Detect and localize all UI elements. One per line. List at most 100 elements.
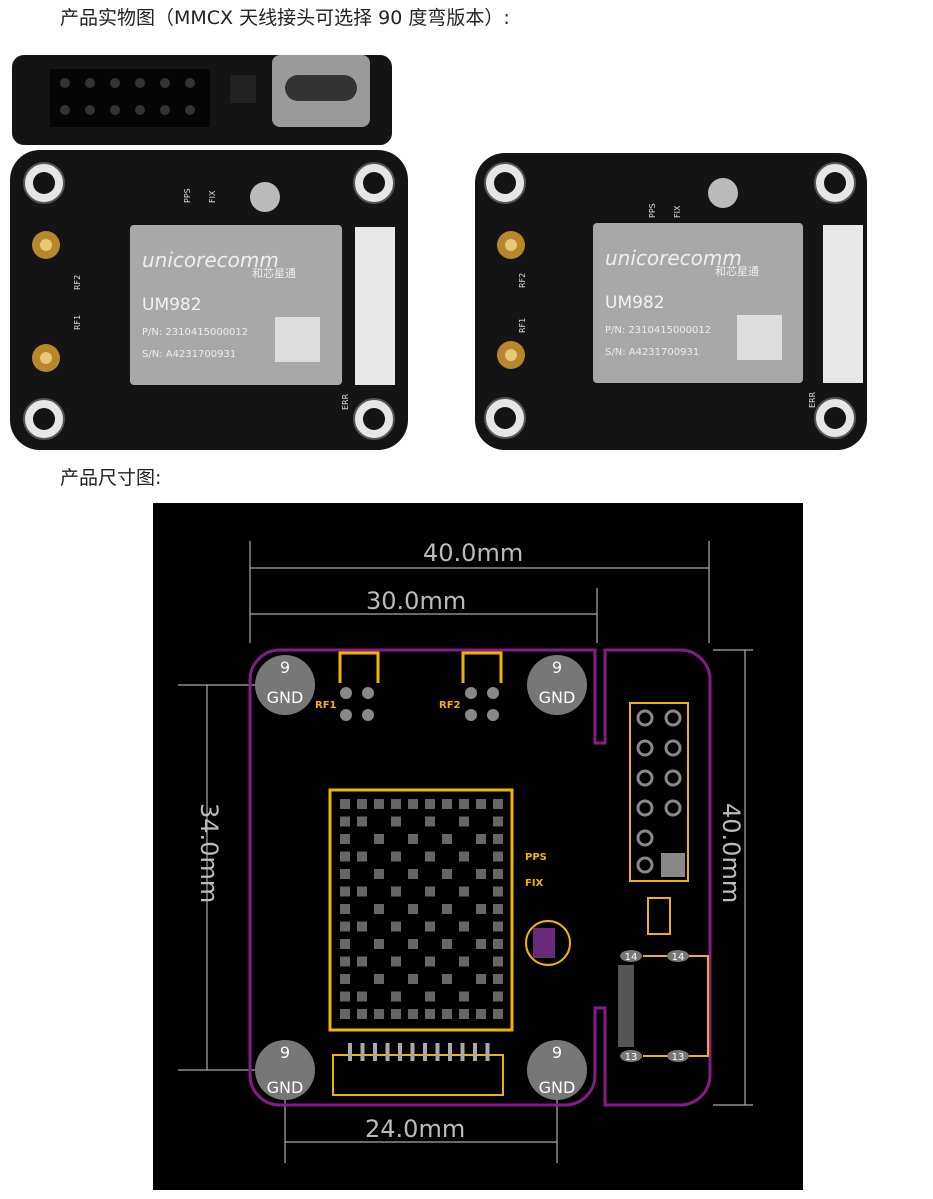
silk-rf2: RF2 [518, 273, 527, 288]
module-pad [425, 1009, 435, 1019]
module-pad [425, 799, 435, 809]
silk-rf1: RF1 [518, 318, 527, 333]
module-pad [391, 956, 401, 967]
dimension-drawing: 40.0mm 30.0mm 34.0mm 40.0mm 24.0mm 9 GND… [153, 503, 803, 1190]
pin-header [629, 702, 689, 882]
hole-number: 9 [552, 658, 562, 677]
module-pad [408, 939, 418, 949]
label-pps: PPS [525, 852, 547, 863]
qr-code [275, 317, 320, 362]
label-fix: FIX [525, 878, 544, 889]
module-pad [374, 939, 384, 949]
module-pad [425, 851, 435, 862]
fpc-pin [423, 1043, 427, 1061]
module-pad [493, 799, 503, 809]
module-pad [391, 921, 401, 932]
fpc-pin [448, 1043, 452, 1061]
fpc-pin [398, 1043, 402, 1061]
hole-label: GND [267, 688, 304, 707]
module-pad [459, 991, 469, 1002]
module-pad [408, 974, 418, 984]
silk-err: ERR [341, 393, 350, 410]
module-pad [391, 1009, 401, 1019]
silk-rf1: RF1 [73, 315, 82, 330]
dimensions-heading: 产品尺寸图: [60, 467, 162, 489]
module-pad [493, 991, 503, 1002]
module-pad [340, 956, 350, 967]
module-pad [408, 869, 418, 879]
module-pad [476, 904, 486, 914]
dim-width-main: 30.0mm [366, 587, 466, 615]
pin-14-label: 14 [625, 952, 638, 963]
module-pad [340, 904, 350, 914]
module-pad [374, 904, 384, 914]
label-rf2: RF2 [439, 700, 461, 711]
module-pad [357, 956, 367, 967]
module-pad [374, 799, 384, 809]
dim-width-holes: 24.0mm [365, 1115, 465, 1143]
module-pad [340, 886, 350, 897]
silk-pps: PPS [183, 188, 192, 203]
module-pad [357, 886, 367, 897]
silk-fix: FIX [208, 190, 217, 203]
fpc-pin [473, 1043, 477, 1061]
module-pad [374, 974, 384, 984]
module-pad [493, 1009, 503, 1019]
fpc-pin [435, 1043, 440, 1061]
hole-label: GND [267, 1078, 304, 1097]
dim-height-holes: 34.0mm [195, 803, 223, 903]
hole-number: 9 [280, 658, 290, 677]
module-pad [408, 799, 418, 809]
module-pad [374, 1009, 384, 1019]
module-pad [476, 974, 486, 984]
module-pad [476, 1009, 486, 1019]
brand-logo: unicorecomm [142, 248, 279, 272]
brand-logo-cn: 和芯星通 [252, 266, 296, 280]
silk-err: ERR [808, 391, 817, 408]
fpc-connector [332, 1054, 504, 1096]
module-pad [459, 851, 469, 862]
module-pad [459, 799, 469, 809]
silk-fix: FIX [673, 205, 682, 218]
module-pad [425, 991, 435, 1002]
module-pad [442, 834, 452, 844]
module-pn: P/N: 2310415000012 [142, 327, 248, 338]
module-pad [493, 869, 503, 879]
module-pad [340, 851, 350, 862]
module-pad [442, 799, 452, 809]
pin-13-label: 13 [672, 1052, 685, 1063]
module-pad [340, 799, 350, 809]
module-pad [493, 886, 503, 897]
module-pad [425, 886, 435, 897]
silk-pps: PPS [648, 203, 657, 218]
brand-logo-cn: 和芯星通 [715, 264, 759, 278]
module-pad [442, 974, 452, 984]
fpc-pin [348, 1043, 352, 1061]
module-pad [357, 921, 367, 932]
module-pad [357, 991, 367, 1002]
module-pad [340, 974, 350, 984]
label-rf1: RF1 [315, 700, 337, 711]
module-pad [476, 834, 486, 844]
fpc-pin [373, 1043, 377, 1061]
silk-rf2: RF2 [73, 275, 82, 290]
module-pad [340, 939, 350, 949]
hole-number: 9 [552, 1043, 562, 1062]
product-photo-board: unicorecomm 和芯星通 UM982 P/N: 231041500001… [475, 153, 867, 450]
module-pad [459, 816, 469, 827]
module-model: UM982 [142, 295, 202, 315]
fpc-pin [385, 1043, 390, 1061]
module-pad [442, 869, 452, 879]
module-pad [442, 904, 452, 914]
photos-heading: 产品实物图（MMCX 天线接头可选择 90 度弯版本）: [60, 7, 510, 29]
module-pad [425, 921, 435, 932]
module-pad [357, 851, 367, 862]
dim-width-total: 40.0mm [423, 539, 523, 567]
module-pad [391, 886, 401, 897]
module-pad [340, 991, 350, 1002]
hole-label: GND [539, 688, 576, 707]
module-pad [493, 816, 503, 827]
module-pad [442, 1009, 452, 1019]
hole-label: GND [539, 1078, 576, 1097]
module-pad [493, 939, 503, 949]
